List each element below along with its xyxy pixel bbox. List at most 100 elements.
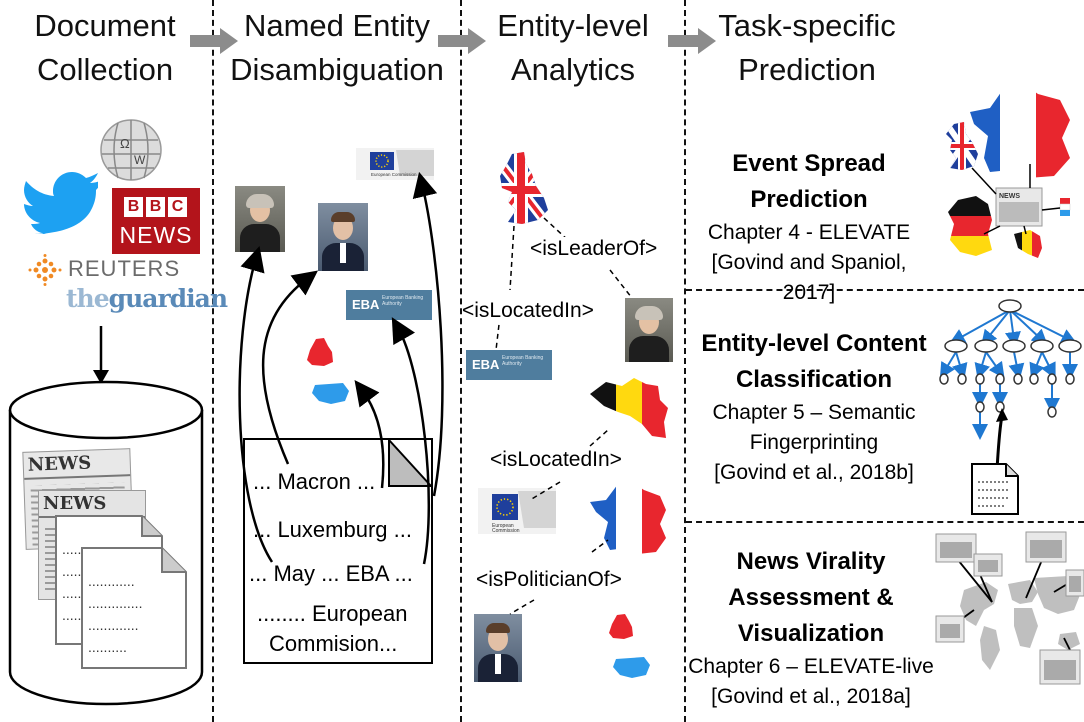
- newspaper-title: NEWS: [23, 449, 131, 480]
- document-text-box: ... Macron ... ... Luxemburg ... ... May…: [243, 438, 433, 664]
- hair: [635, 306, 663, 320]
- svg-text:European Commission: European Commission: [371, 172, 417, 177]
- relation-is-located-in: <isLocatedIn>: [462, 299, 594, 323]
- entity-linking-arrows: [238, 171, 444, 565]
- document-line-commision: Commision...: [269, 631, 398, 656]
- jacket: [629, 336, 669, 362]
- flow-arrow-icon: [668, 28, 716, 54]
- guardian-name: guardian: [108, 284, 228, 313]
- uk-flag-map-icon: [500, 152, 548, 224]
- svg-text:.............: .............: [88, 617, 139, 633]
- luxembourg-red-icon: [609, 614, 633, 639]
- task-separator-1: [686, 289, 1084, 291]
- eba-logo-text: EBA: [352, 297, 380, 312]
- document-fold-icon: [388, 438, 433, 487]
- svg-text:..............: ..............: [88, 595, 142, 611]
- column-separator-3: [684, 0, 686, 722]
- heading-line2: Prediction: [738, 52, 876, 87]
- france-flag-map-icon: [590, 482, 666, 554]
- heading-line1: Task-specific: [718, 8, 896, 43]
- relation-is-located-in: <isLocatedIn>: [490, 448, 622, 472]
- hair: [486, 623, 510, 633]
- heading-line1: Entity-level: [497, 8, 649, 43]
- event-spread-maps-icon: NEWS: [946, 84, 1071, 258]
- flow-arrow-icon: [190, 28, 238, 54]
- task-citation: [Govind et al., 2018a]: [711, 685, 911, 708]
- heading-line1: Named Entity: [243, 8, 431, 43]
- task-title-line2: Prediction: [750, 186, 868, 213]
- bbc-news-word: NEWS: [119, 222, 193, 248]
- taxonomy-tree-icon: [939, 299, 1082, 515]
- task-chapter: Chapter 4 - ELEVATE: [707, 221, 911, 244]
- relation-is-leader-of: <isLeaderOf>: [530, 237, 658, 261]
- svg-text:Ω: Ω: [120, 136, 130, 151]
- bbc-news-logo: B B C NEWS: [112, 188, 200, 254]
- task-content-classification: Entity-level Content Classification Chap…: [686, 326, 942, 488]
- column-separator-1: [212, 0, 214, 722]
- heading-named-entity-disambiguation: Named Entity Disambiguation: [214, 4, 460, 92]
- document-line-may-eba: ... May ... EBA ...: [249, 561, 413, 586]
- luxembourg-blue-icon: [312, 383, 349, 404]
- task-chapter: Chapter 5 – Semantic: [712, 401, 916, 424]
- guardian-the: the: [66, 284, 110, 313]
- luxembourg-red-icon: [307, 338, 333, 366]
- theresa-may-photo: [625, 298, 673, 362]
- task-title-line2: Assessment &: [728, 584, 894, 611]
- world-news-map-icon: [935, 531, 1084, 685]
- svg-text:W: W: [134, 153, 146, 167]
- eba-logo-text: EBA: [472, 357, 500, 372]
- guardian-wordmark: theguardian: [66, 284, 228, 313]
- reuters-wordmark: REUTERS: [68, 256, 181, 281]
- reuters-logo-icon: [28, 254, 62, 286]
- bbc-blocks: B B C: [124, 197, 187, 217]
- task-citation: [Govind et al., 2018b]: [714, 461, 914, 484]
- task-title-line1: Entity-level Content: [701, 330, 927, 357]
- heading-task-specific-prediction: Task-specific Prediction: [700, 4, 914, 92]
- task-chapter-cont: Fingerprinting: [749, 431, 879, 454]
- theresa-may-photo: [235, 186, 285, 252]
- svg-text:..........: ..........: [88, 639, 127, 655]
- wikipedia-globe-icon: Ω W: [100, 119, 162, 181]
- down-arrow-icon: [93, 326, 109, 384]
- task-citation: [Govind and Spaniol, 2017]: [711, 251, 907, 304]
- task-event-spread: Event Spread Prediction Chapter 4 - ELEV…: [688, 146, 930, 308]
- task-title-line3: Visualization: [737, 620, 885, 647]
- relation-connectors: [495, 217, 633, 615]
- face: [488, 627, 508, 651]
- heading-line2: Collection: [36, 52, 174, 87]
- luxembourg-blue-icon: [613, 657, 650, 678]
- heading-document-collection: Document Collection: [0, 4, 210, 92]
- task-separator-2: [686, 521, 1084, 523]
- task-title-line2: Classification: [735, 366, 893, 393]
- task-news-virality: News Virality Assessment & Visualization…: [686, 544, 936, 712]
- shirt: [495, 654, 501, 674]
- svg-text:............: ............: [88, 573, 135, 589]
- svg-text:European: European: [492, 523, 514, 529]
- task-title-line1: Event Spread: [732, 150, 886, 177]
- document-line-luxemburg: ... Luxemburg ...: [253, 517, 412, 542]
- eba-logo: EBA European Banking Authority: [346, 290, 432, 320]
- heading-line2: Disambiguation: [230, 52, 444, 87]
- twitter-bird-icon: [24, 172, 98, 234]
- document-page-icon: ............ .............. ............…: [81, 547, 187, 669]
- eba-logo-subtext: European Banking Authority: [502, 355, 544, 367]
- heading-entity-level-analytics: Entity-level Analytics: [478, 4, 668, 92]
- emmanuel-macron-photo: [318, 203, 368, 271]
- belgium-flag-map-icon: [590, 378, 668, 438]
- column-separator-2: [460, 0, 462, 722]
- hair: [246, 194, 274, 208]
- document-line-european: ........ European: [257, 601, 408, 626]
- eba-logo-subtext: European Banking Authority: [382, 295, 424, 307]
- relation-is-politician-of: <isPoliticianOf>: [476, 568, 622, 592]
- shirt: [340, 243, 346, 263]
- document-line-macron: ... Macron ...: [253, 469, 376, 494]
- flow-arrow-icon: [438, 28, 486, 54]
- hair: [331, 212, 355, 222]
- svg-text:Commission: Commission: [492, 528, 520, 534]
- face: [333, 216, 353, 240]
- emmanuel-macron-photo: [474, 614, 522, 682]
- svg-text:NEWS: NEWS: [999, 193, 1020, 200]
- eba-logo: EBA European Banking Authority: [466, 350, 552, 380]
- heading-line1: Document: [34, 8, 176, 43]
